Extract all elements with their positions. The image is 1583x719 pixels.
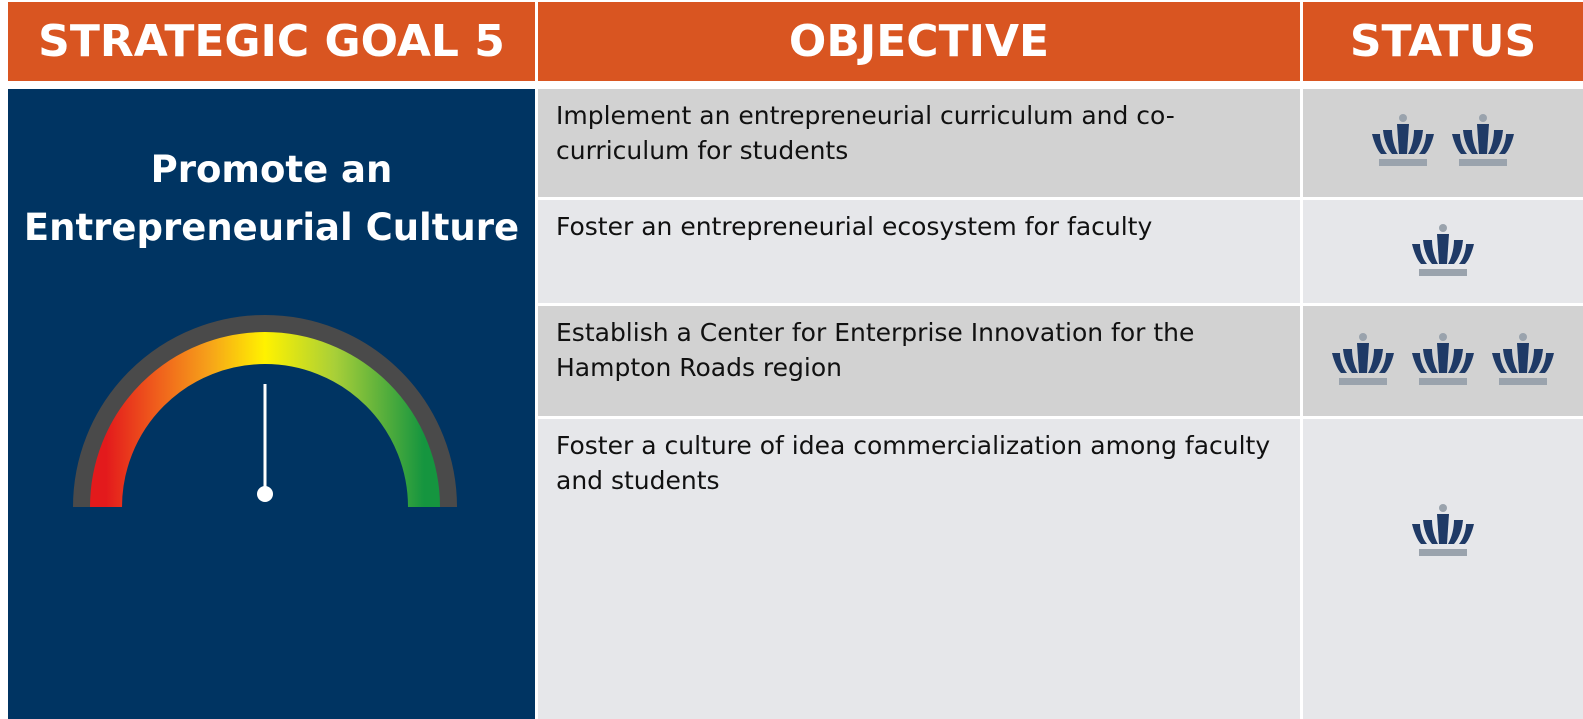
crown-icon bbox=[1412, 224, 1474, 276]
header-objective: OBJECTIVE bbox=[538, 2, 1300, 81]
goal-title-line-1: Promote an bbox=[150, 148, 393, 191]
objective-cell-2: Foster an entrepreneurial ecosystem for … bbox=[538, 200, 1300, 303]
crown-icon bbox=[1412, 333, 1474, 385]
crown-icon bbox=[1492, 333, 1554, 385]
header-strategic-goal: STRATEGIC GOAL 5 bbox=[8, 2, 535, 81]
status-cell-2 bbox=[1303, 200, 1583, 303]
status-cell-1 bbox=[1303, 89, 1583, 197]
gauge-arc bbox=[90, 332, 440, 508]
gauge-pivot bbox=[257, 486, 273, 502]
progress-gauge bbox=[73, 315, 457, 508]
objective-cell-4: Foster a culture of idea commercializati… bbox=[538, 419, 1300, 719]
objective-cell-1: Implement an entrepreneurial curriculum … bbox=[538, 89, 1300, 197]
status-cell-3 bbox=[1303, 306, 1583, 416]
crown-icon bbox=[1412, 504, 1474, 556]
crown-icon bbox=[1372, 114, 1434, 166]
goal-title-line-2: Entrepreneurial Culture bbox=[23, 206, 520, 249]
goal-title: Promote an Entrepreneurial Culture bbox=[8, 141, 535, 257]
status-cell-4 bbox=[1303, 419, 1583, 719]
crown-icon bbox=[1452, 114, 1514, 166]
objective-cell-3: Establish a Center for Enterprise Innova… bbox=[538, 306, 1300, 416]
header-status: STATUS bbox=[1303, 2, 1583, 81]
goal-panel: Promote an Entrepreneurial Culture bbox=[8, 89, 535, 719]
crown-icon bbox=[1332, 333, 1394, 385]
